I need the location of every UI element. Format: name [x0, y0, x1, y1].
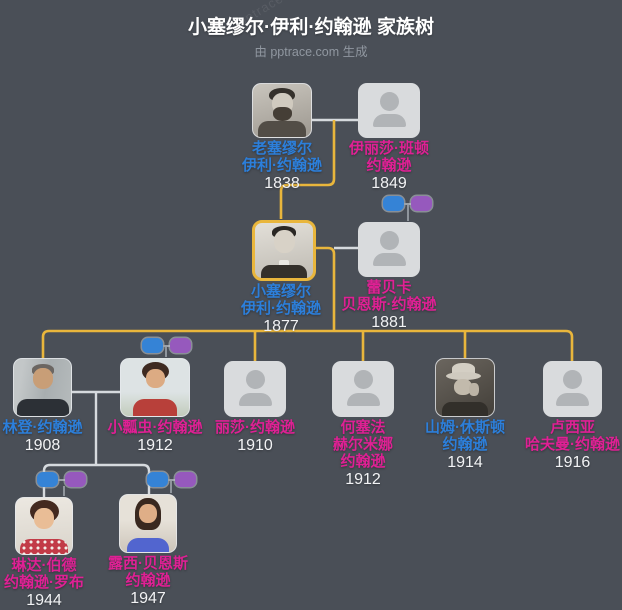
photo-dress — [133, 399, 177, 416]
person-card-josefa-hermine-johnson[interactable]: 何塞法 赫尔米娜 约翰逊 1912 — [332, 361, 394, 489]
person-card-samuel-ealy-johnson-sr[interactable]: 老塞缪尔 伊利·约翰逊 1838 — [242, 83, 322, 193]
photo-torso — [258, 121, 306, 137]
person-card-luci-baines-johnson[interactable]: 露西·贝恩斯 约翰逊 1947 — [108, 494, 188, 608]
union-male-icon — [147, 472, 168, 487]
person-card-eliza-bunton-johnson[interactable]: 伊丽莎·班顿 约翰逊 1849 — [349, 83, 429, 193]
photo-face — [454, 379, 472, 395]
portrait-photo — [13, 358, 72, 417]
photo-dress — [20, 539, 68, 554]
birth-year: 1849 — [371, 175, 407, 192]
photo-hand — [469, 383, 479, 396]
birth-year: 1947 — [130, 590, 166, 607]
union-male-icon — [383, 196, 404, 211]
person-card-lyndon-johnson[interactable]: 林登·约翰逊 1908 — [3, 358, 83, 455]
photo-face — [145, 369, 165, 388]
person-name: 小瓢虫·约翰逊 — [107, 419, 203, 436]
birth-year: 1914 — [447, 454, 483, 471]
person-card-lisa-johnson[interactable]: 丽莎·约翰逊 1910 — [215, 361, 295, 455]
photo-collar — [279, 260, 289, 269]
portrait-photo — [120, 358, 190, 417]
person-name: 伊丽莎·班顿 约翰逊 — [349, 140, 429, 174]
person-card-lucia-huffman-johnson[interactable]: 卢西亚 哈夫曼·约翰逊 1916 — [525, 361, 620, 472]
person-silhouette-icon — [346, 393, 380, 406]
portrait-photo — [252, 83, 312, 138]
union-link-line — [168, 478, 175, 481]
photo-torso — [16, 399, 69, 416]
placeholder-avatar — [224, 361, 286, 417]
person-card-lady-bird-johnson[interactable]: 小瓢虫·约翰逊 1912 — [108, 358, 203, 455]
person-card-rebekah-baines-johnson[interactable]: 蕾贝卡 贝恩斯·约翰逊 1881 — [342, 222, 437, 332]
person-silhouette-icon — [372, 253, 406, 266]
photo-face — [32, 368, 53, 389]
person-name: 卢西亚 哈夫曼·约翰逊 — [525, 419, 620, 453]
person-card-lynda-bird-johnson-robb[interactable]: 琳达·伯德 约翰逊·罗布 1944 — [4, 497, 84, 610]
union-link-line — [163, 344, 170, 347]
placeholder-avatar — [543, 361, 602, 417]
spouse-link-icon[interactable] — [142, 338, 191, 353]
person-card-sam-houston-johnson[interactable]: 山姆·休斯顿 约翰逊 1914 — [425, 358, 505, 472]
photo-torso — [261, 265, 307, 278]
person-name: 丽莎·约翰逊 — [215, 419, 295, 436]
person-silhouette-icon — [238, 393, 272, 406]
person-silhouette-icon — [353, 370, 373, 389]
person-silhouette-icon — [372, 114, 406, 127]
birth-year: 1916 — [554, 454, 591, 471]
portrait-photo — [435, 358, 495, 417]
union-male-icon — [37, 472, 58, 487]
placeholder-avatar — [358, 83, 420, 138]
portrait-photo — [119, 494, 177, 553]
person-silhouette-icon — [245, 370, 265, 389]
photo-hat-brim — [445, 372, 481, 380]
person-name: 蕾贝卡 贝恩斯·约翰逊 — [341, 279, 437, 313]
portrait-photo — [15, 497, 73, 555]
photo-face — [139, 504, 157, 523]
union-female-icon — [175, 472, 196, 487]
union-female-icon — [411, 196, 432, 211]
birth-year: 1908 — [24, 437, 61, 454]
person-silhouette-icon — [563, 370, 582, 389]
person-name: 露西·贝恩斯 约翰逊 — [108, 555, 188, 589]
person-silhouette-icon — [379, 231, 399, 250]
union-female-icon — [65, 472, 86, 487]
union-male-icon — [142, 338, 163, 353]
union-link-line — [404, 202, 411, 205]
birth-year: 1944 — [26, 592, 62, 609]
photo-blouse — [127, 538, 169, 552]
portrait-photo-highlighted — [252, 220, 316, 281]
birth-year: 1910 — [237, 437, 273, 454]
photo-torso — [442, 402, 488, 416]
birth-year: 1912 — [137, 437, 173, 454]
person-name: 小塞缪尔 伊利·约翰逊 — [241, 283, 321, 317]
person-name: 老塞缪尔 伊利·约翰逊 — [242, 140, 322, 174]
person-card-samuel-ealy-johnson-jr[interactable]: 小塞缪尔 伊利·约翰逊 1877 — [241, 220, 321, 336]
placeholder-avatar — [332, 361, 394, 417]
person-name: 琳达·伯德 约翰逊·罗布 — [4, 557, 84, 591]
person-silhouette-icon — [379, 92, 399, 111]
page-subtitle: 由 pptrace.com 生成 — [254, 45, 368, 59]
spouse-link-icon[interactable] — [383, 196, 432, 211]
birth-year: 1881 — [371, 314, 407, 331]
union-link-line — [58, 478, 65, 481]
birth-year: 1838 — [264, 175, 300, 192]
birth-year: 1912 — [345, 471, 381, 488]
placeholder-avatar — [358, 222, 420, 277]
union-female-icon — [170, 338, 191, 353]
spouse-link-icon[interactable] — [147, 472, 196, 487]
person-name: 林登·约翰逊 — [2, 419, 83, 436]
photo-face — [273, 230, 295, 253]
birth-year: 1877 — [263, 318, 299, 335]
page-title: 小塞缪尔·伊利·约翰逊 家族树 — [188, 17, 434, 38]
spouse-link-icon[interactable] — [37, 472, 86, 487]
person-name: 山姆·休斯顿 约翰逊 — [425, 419, 505, 453]
person-name: 何塞法 赫尔米娜 约翰逊 — [332, 419, 394, 470]
photo-beard — [272, 107, 292, 121]
person-silhouette-icon — [556, 393, 589, 406]
photo-face — [34, 508, 54, 529]
